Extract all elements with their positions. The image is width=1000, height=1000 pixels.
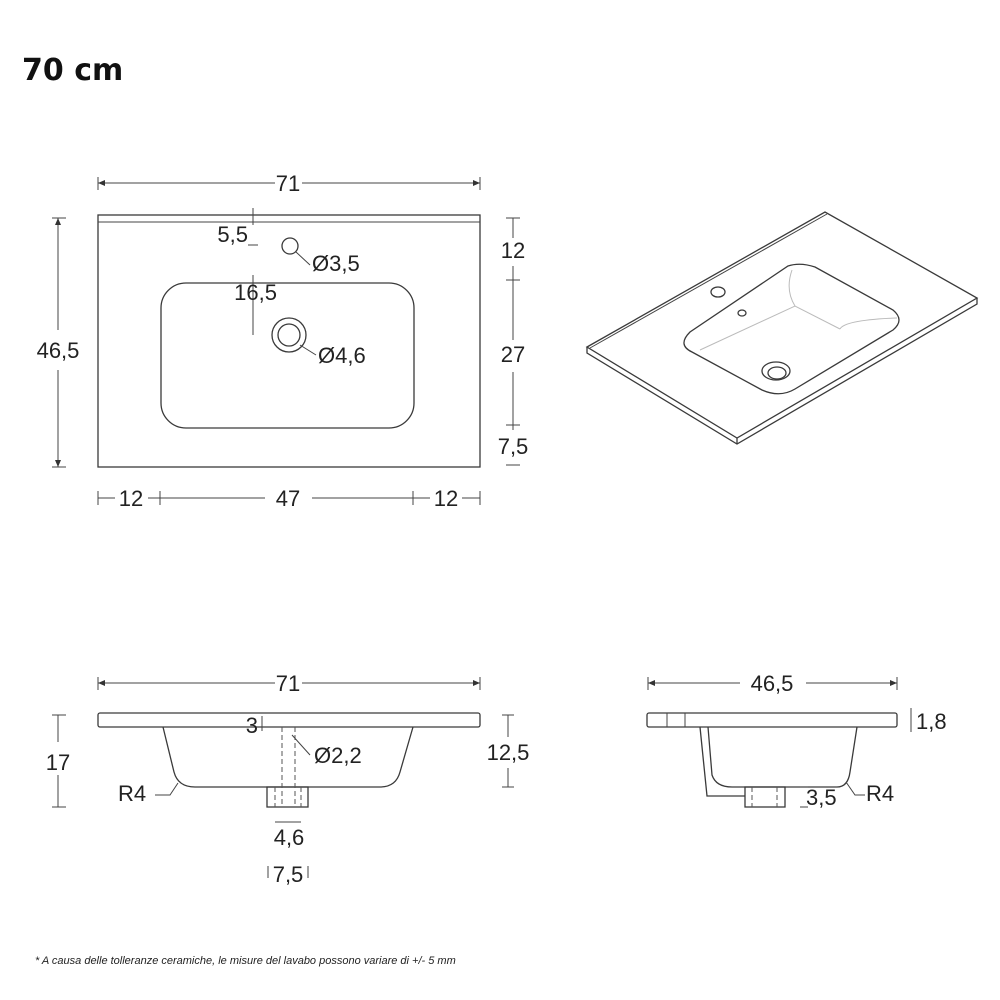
tap-hole [281, 237, 299, 255]
side-view: 46,5 1,8 3,5 R4 [646, 671, 947, 810]
dim-front-width: 71 [276, 671, 300, 696]
footnote: * A causa delle tolleranze ceramiche, le… [35, 955, 456, 967]
dim-basin-depth: 12,5 [487, 740, 530, 765]
dim-front-radius: R4 [118, 781, 146, 806]
dim-bottom-1: 47 [276, 486, 300, 511]
top-view-outline [97, 214, 481, 468]
dim-drain-outer: 7,5 [273, 862, 304, 887]
basin-outline [160, 282, 415, 429]
dim-front-height: 17 [46, 750, 70, 775]
page-title: 70 cm [22, 53, 123, 88]
drain-hole-inner [277, 323, 301, 347]
top-view: 71 46,5 12 27 7,5 12 47 12 5,5 16,5 Ø3,5… [37, 171, 529, 511]
dim-drain-hole: Ø4,6 [318, 343, 366, 368]
dim-depth: 46,5 [37, 338, 80, 363]
dim-overflow-hole: Ø2,2 [314, 743, 362, 768]
dim-bottom-2: 12 [434, 486, 458, 511]
dim-side-radius: R4 [866, 781, 894, 806]
dim-overflow-offset: 3 [246, 713, 258, 738]
dim-tap-offset: 5,5 [217, 222, 248, 247]
isometric-view [585, 211, 979, 445]
dim-right-2: 7,5 [498, 434, 529, 459]
front-view: 71 17 12,5 3 Ø2,2 R4 4,6 7,5 [46, 671, 530, 887]
dim-bottom-0: 12 [119, 486, 143, 511]
dim-width: 71 [276, 171, 300, 196]
dim-drain-inner: 4,6 [274, 825, 305, 850]
dim-side-depth: 46,5 [751, 671, 794, 696]
dim-tap-hole: Ø3,5 [312, 251, 360, 276]
dim-drain-height: 3,5 [806, 785, 837, 810]
dim-right-0: 12 [501, 238, 525, 263]
drain-hole-outer [271, 317, 307, 353]
dim-drain-offset: 16,5 [234, 280, 277, 305]
dim-thickness: 1,8 [916, 709, 947, 734]
dim-right-1: 27 [501, 342, 525, 367]
